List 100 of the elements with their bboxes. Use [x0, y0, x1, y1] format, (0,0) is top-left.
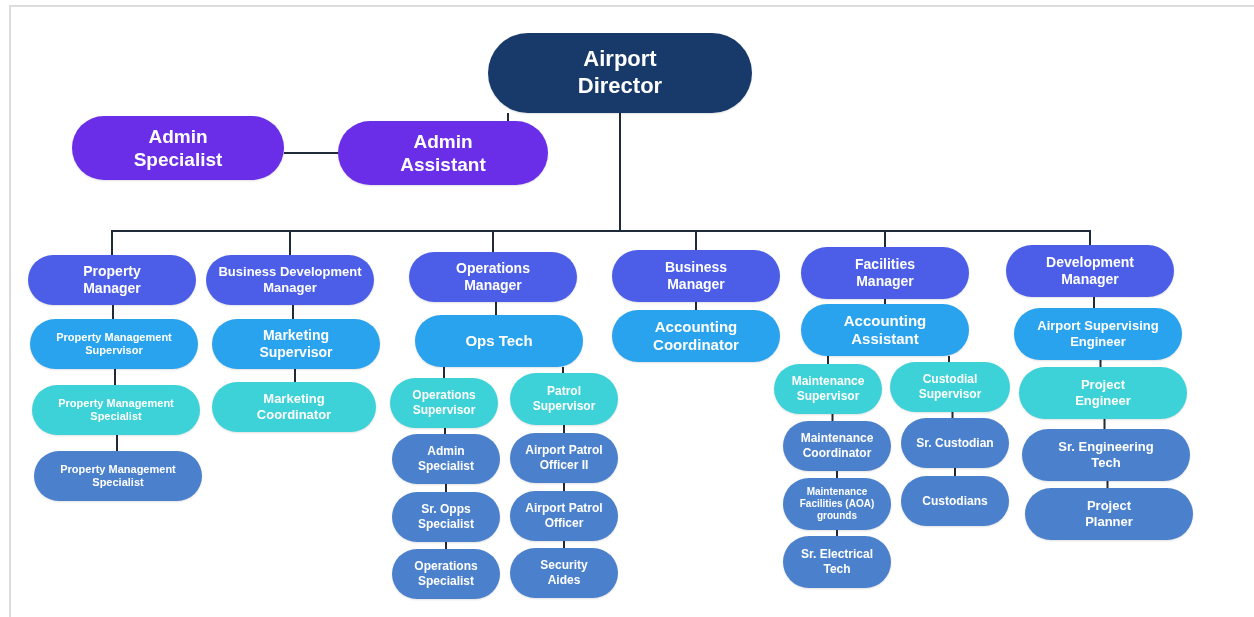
role-title: Business Development Manager [217, 264, 363, 296]
role-title: Property Management Specialist [59, 462, 177, 490]
connector-line [444, 427, 446, 435]
role-box [801, 304, 969, 356]
connector-line [827, 355, 829, 365]
role-title: Admin Assistant [399, 129, 487, 177]
role-box [1014, 308, 1182, 360]
role-box [415, 315, 583, 367]
role-title: Sr. Custodian [916, 435, 994, 451]
role-title: Operations Supervisor [411, 388, 477, 418]
role-title: Custodians [922, 493, 988, 509]
role-box [901, 418, 1009, 468]
role-title: Maintenance Supervisor [790, 374, 866, 404]
role-title: Operations Manager [455, 259, 531, 295]
role-title: Maintenance Coordinator [799, 431, 875, 461]
role-title: Airport Patrol Officer II [524, 443, 604, 473]
role-box [1019, 367, 1187, 419]
connector-line [831, 413, 834, 422]
role-box [890, 362, 1010, 412]
role-box [783, 421, 891, 471]
connector-line [507, 112, 509, 122]
role-box [510, 491, 618, 541]
role-box [212, 382, 376, 432]
role-box [338, 121, 548, 185]
connector-line [563, 540, 565, 549]
role-box [510, 433, 618, 483]
role-title: Facilities Manager [854, 255, 916, 291]
role-title: Operations Specialist [413, 559, 479, 589]
role-title: Project Engineer [1074, 377, 1132, 409]
role-title: Property Management Supervisor [55, 330, 173, 358]
role-box [392, 434, 500, 484]
connector-line [445, 483, 447, 493]
connector-line [294, 368, 296, 383]
role-title: Marketing Supervisor [258, 326, 334, 362]
connector-line [563, 482, 565, 492]
role-box [510, 373, 618, 425]
connector-line [563, 424, 565, 434]
role-title: Maintenance Facilities (AOA) grounds [798, 485, 876, 523]
role-title: Project Planner [1084, 498, 1134, 530]
role-title: Admin Specialist [417, 444, 475, 474]
role-title: Development Manager [1045, 253, 1135, 289]
role-box [901, 476, 1009, 526]
role-box [72, 116, 284, 180]
connector-line [954, 467, 956, 477]
role-box [612, 250, 780, 302]
connector-line [443, 366, 445, 379]
connector-line [695, 301, 697, 311]
role-title: Property Manager [82, 262, 142, 298]
connector-line [1106, 480, 1109, 489]
role-title: Property Management Specialist [57, 396, 175, 424]
role-title: Airport Director [576, 46, 664, 100]
connector-line [562, 366, 564, 374]
role-box [612, 310, 780, 362]
role-box [783, 478, 891, 530]
role-box [34, 451, 202, 501]
role-title: Sr. Electrical Tech [799, 547, 874, 577]
role-box [510, 548, 618, 598]
role-title: Sr. Engineering Tech [1057, 439, 1155, 471]
role-title: Sr. Opps Specialist [417, 502, 475, 532]
connector-line [292, 304, 294, 320]
connector-line [884, 298, 886, 305]
role-box [28, 255, 196, 305]
role-box [783, 536, 891, 588]
connector-line [283, 152, 339, 154]
role-title: Airport Supervising Engineer [1036, 318, 1160, 350]
role-box [801, 247, 969, 299]
role-box [32, 385, 200, 435]
role-box [1022, 429, 1190, 481]
role-title: Marketing Coordinator [255, 391, 333, 423]
role-title: Custodial Supervisor [917, 372, 983, 402]
role-title: Airport Patrol Officer [524, 501, 604, 531]
role-box [409, 252, 577, 302]
connector-line [112, 304, 114, 320]
connector-line [1103, 418, 1106, 430]
role-title: Patrol Supervisor [531, 384, 597, 414]
role-box [392, 492, 500, 542]
connector-line [836, 529, 838, 537]
role-box [1025, 488, 1193, 540]
role-title: Accounting Coordinator [652, 317, 740, 355]
connector-line [951, 411, 954, 419]
role-box [212, 319, 380, 369]
connector-line [495, 301, 497, 316]
role-box [30, 319, 198, 369]
role-box [390, 378, 498, 428]
role-title: Accounting Assistant [842, 311, 928, 349]
connector-line [1099, 359, 1102, 368]
connector-line [116, 434, 118, 452]
connector-line [1093, 296, 1095, 309]
role-title: Security Aides [539, 558, 589, 588]
role-title: Business Manager [663, 258, 729, 294]
connector-line [445, 541, 447, 550]
role-title: Ops Tech [465, 331, 533, 351]
role-box [392, 549, 500, 599]
role-box [206, 255, 374, 305]
role-title: Admin Specialist [132, 124, 224, 172]
role-box [1006, 245, 1174, 297]
connector-line [836, 470, 838, 479]
connector-line [948, 355, 950, 363]
connector-line [114, 368, 116, 386]
role-box [774, 364, 882, 414]
